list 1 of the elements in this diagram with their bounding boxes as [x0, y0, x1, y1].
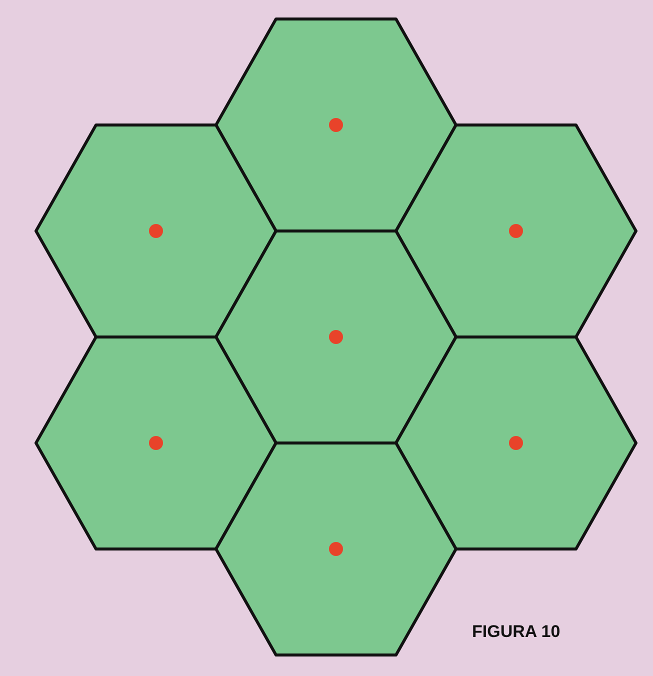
figure-label: FIGURA 10 — [472, 622, 560, 642]
